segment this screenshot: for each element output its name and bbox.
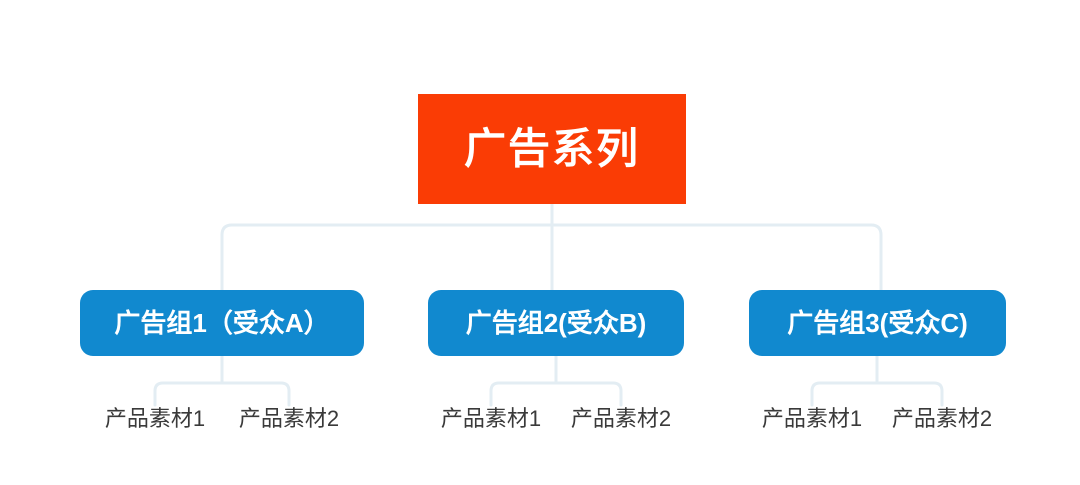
ad-group-node-2-label: 广告组2(受众B) [465, 308, 647, 338]
connector-root-to-group-1 [220, 223, 554, 292]
ad-group-node-1[interactable]: 广告组1（受众A） [80, 290, 364, 356]
connector-root-to-group-3 [550, 223, 883, 292]
ad-group-node-3-label: 广告组3(受众C) [787, 308, 968, 338]
connector-group-1-to-creative-1 [153, 381, 224, 407]
creative-label-group-2-item-2: 产品素材2 [570, 406, 672, 431]
ad-group-node-1-label: 广告组1（受众A） [114, 308, 330, 338]
creative-label-group-1-item-1: 产品素材1 [104, 406, 206, 431]
creative-label-group-3-item-1: 产品素材1 [761, 406, 863, 431]
connector-group-3-to-creative-2 [875, 381, 944, 407]
campaign-node[interactable]: 广告系列 [418, 94, 686, 204]
ad-group-node-2[interactable]: 广告组2(受众B) [428, 290, 684, 356]
creative-label-group-1-item-2: 产品素材2 [238, 406, 340, 431]
creative-label-group-3-item-2: 产品素材2 [891, 406, 993, 431]
ad-group-node-3[interactable]: 广告组3(受众C) [749, 290, 1006, 356]
connector-group-1-to-creative-2 [220, 381, 291, 407]
connector-group-3-to-creative-1 [810, 381, 879, 407]
creative-label-group-2-item-1: 产品素材1 [440, 406, 542, 431]
connector-group-2-to-creative-2 [554, 381, 623, 407]
connector-group-2-to-creative-1 [489, 381, 558, 407]
campaign-node-label: 广告系列 [463, 125, 640, 172]
